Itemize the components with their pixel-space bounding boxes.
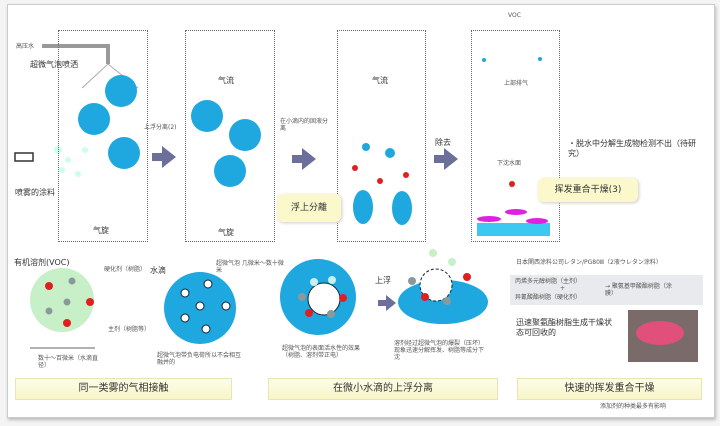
arrow3-label: 除去 — [435, 138, 451, 147]
panel-separation — [337, 30, 426, 242]
main-agent-label: 主剂（树脂等） — [108, 326, 151, 333]
float-up-label: 上浮 — [375, 276, 391, 285]
bubble — [307, 282, 341, 316]
panel-spray — [58, 30, 148, 242]
airflow-label-3: 气流 — [372, 76, 388, 85]
spray-gun-icon — [14, 152, 34, 162]
water-droplets-1 — [78, 75, 140, 169]
upper-exhaust-label: 上部排气 — [504, 80, 529, 87]
resin-particles — [352, 165, 515, 187]
sinking-surface-label: 下沈水面 — [497, 160, 522, 167]
callout-float: 浮上分離 — [277, 194, 341, 222]
float-drop — [398, 280, 488, 324]
adsorbed-particles — [298, 276, 347, 318]
airflow-label-2: 气流 — [218, 76, 234, 85]
stage-label-2: 在微小水滴的上浮分离 — [268, 378, 498, 400]
water-pipe — [42, 44, 110, 64]
reaction-result: → 聚氨基甲酸酯树脂（涂膜） — [605, 283, 672, 297]
micro-bubble-label: 超微气泡 几微米～数十微米 — [216, 260, 284, 274]
stage-label-3: 快速的挥发重合干燥 — [517, 378, 702, 400]
surface-effect-note: 超微气泡的表面活水性的效果（树脂、溶剂带正电） — [282, 345, 361, 359]
voc-label: VOC — [508, 12, 521, 19]
arrow1-label: 上浮分离(2) — [144, 124, 177, 131]
organic-solvent-label: 有机溶剂(VOC) — [14, 258, 70, 267]
water-surface — [477, 223, 550, 236]
float-particles — [408, 249, 471, 305]
swirl-label-1: 气旋 — [93, 226, 109, 235]
dried-resin — [477, 209, 548, 224]
footnote: 添加剂的种类最多有影响 — [600, 403, 667, 410]
reaction-plus: + — [560, 285, 566, 292]
mist-particles — [45, 277, 94, 327]
reaction-line-2: 异氰酸酯树脂（硬化剂） — [515, 294, 582, 301]
panel-drying — [471, 30, 560, 242]
reaction-box — [510, 275, 703, 305]
callout-dry: 挥发重合干燥(3) — [538, 178, 638, 202]
water-drop-label: 水滴 — [150, 266, 166, 275]
sprayed-paint-label: 喷雾的涂料 — [15, 188, 55, 197]
reaction-line-1: 丙烯多元醇树脂（主剂） — [515, 278, 582, 285]
mist-droplet — [30, 268, 94, 332]
panel-float — [185, 30, 275, 242]
swirl-label-2: 气旋 — [218, 228, 234, 237]
size-range-label: 数十～百微米（水滴直径） — [38, 355, 99, 369]
bursting-bubble — [419, 268, 453, 302]
stage-label-1: 同一类雾的气相接触 — [15, 378, 232, 400]
high-pressure-water-label: 高压水 — [16, 43, 35, 50]
hardener-label: 硬化剂（树脂） — [104, 266, 147, 273]
micro-bubbles — [180, 279, 231, 334]
sinking-drops — [353, 143, 412, 225]
process-arrows — [152, 146, 458, 311]
result-text: 迅速聚氨酯树脂生成干燥状态可回收的 — [516, 318, 612, 337]
voc-particles — [482, 57, 542, 62]
company-label: 日本関西涂料公司レタン/PG80Ⅲ（2液ウレタン涂料） — [516, 259, 662, 266]
arrow2-label: 在小滴内的固液分离 — [280, 118, 329, 132]
research-note: ・脱水中分解生成物检测不出（待研究） — [568, 139, 696, 158]
bubble-note: 超微气泡带负电荷所以不会相互融并的 — [157, 352, 242, 366]
solvent-note: 溶剂经过超微气泡的爆裂（压坏）现象迅速分解挥发、树脂等成分下沈 — [394, 340, 485, 361]
nozzle-label: 超微气泡喷洒 — [30, 60, 78, 69]
water-droplets-2 — [191, 100, 261, 187]
